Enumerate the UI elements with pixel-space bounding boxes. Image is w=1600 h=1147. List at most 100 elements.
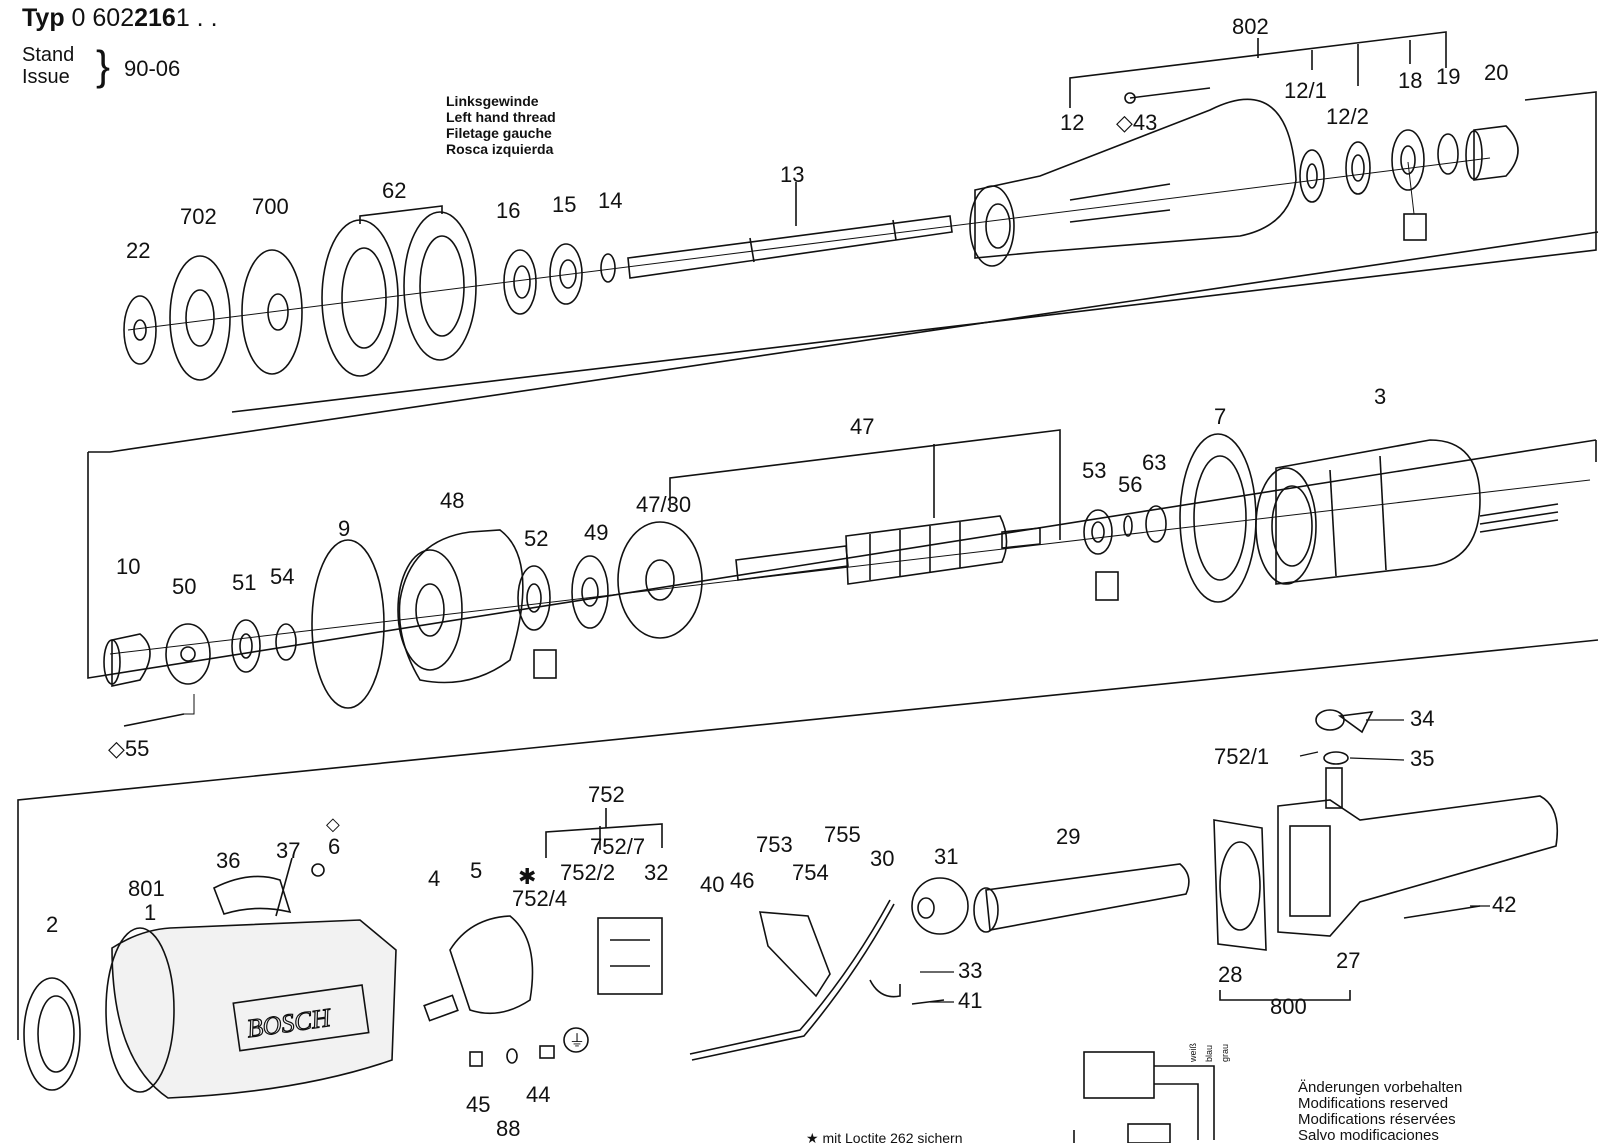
mod-note-de: Änderungen vorbehalten — [1298, 1079, 1463, 1096]
part-48-housing — [398, 529, 524, 684]
wire-label-white: weiß — [1188, 1042, 1198, 1063]
label-16: 16 — [496, 198, 520, 223]
part-51-ring — [231, 619, 261, 673]
panel-middle-frame — [88, 231, 1599, 453]
issue-date: 90-06 — [124, 56, 181, 81]
brace: } — [96, 42, 111, 89]
part-27-handle — [1277, 795, 1559, 937]
label-754: 754 — [792, 860, 829, 885]
type-label: Typ — [22, 4, 65, 32]
label-43: ◇43 — [1116, 110, 1157, 135]
label-5: 5 — [470, 858, 482, 883]
label-47-30: 47/30 — [636, 492, 691, 517]
label-801: 801 — [128, 876, 165, 901]
part-52-bearing — [517, 565, 551, 631]
ground-glyph: ⏚ — [569, 1031, 585, 1050]
label-752-4: 752/4 — [512, 886, 567, 911]
label-56: 56 — [1118, 472, 1142, 497]
label-35: 35 — [1410, 746, 1434, 771]
modifications-note: Änderungen vorbehalten Modifications res… — [1298, 1080, 1462, 1144]
part-753-board — [758, 911, 831, 998]
label-63: 63 — [1142, 450, 1166, 475]
label-22: 22 — [126, 238, 150, 263]
part-752-switch — [597, 917, 663, 995]
part-12-2-ring — [1345, 141, 1371, 195]
label-47: 47 — [850, 414, 874, 439]
label-13: 13 — [780, 162, 804, 187]
part-700-disc — [241, 249, 303, 375]
grease-icon-52 — [533, 649, 557, 679]
label-62: 62 — [382, 178, 406, 203]
label-48: 48 — [440, 488, 464, 513]
bracket-752 — [545, 823, 663, 858]
stand-issue: Stand Issue — [22, 44, 74, 88]
type-prefix: 0 602 — [71, 4, 135, 32]
thread-note-fr: Filetage gauche — [446, 125, 552, 141]
part-33-clamp — [869, 979, 901, 998]
label-37: 37 — [276, 838, 300, 863]
wire-label-blue: blau — [1204, 1045, 1214, 1062]
part-30-cable — [689, 899, 891, 1055]
part-47-30-fan — [617, 521, 703, 639]
part-53-bearing — [1083, 509, 1113, 555]
stand-label: Stand — [22, 44, 75, 66]
part-20-gear — [1473, 125, 1519, 181]
label-755: 755 — [824, 822, 861, 847]
label-54: 54 — [270, 564, 294, 589]
label-6: 6 — [328, 834, 340, 859]
label-9: 9 — [338, 516, 350, 541]
label-12: 12 — [1060, 110, 1084, 135]
part-1-motor-housing — [111, 919, 397, 1099]
label-28: 28 — [1218, 962, 1242, 987]
part-16-bearing — [503, 249, 537, 315]
label-15: 15 — [552, 192, 576, 217]
thread-note-de: Linksgewinde — [446, 93, 539, 109]
part-55-screw — [123, 713, 185, 727]
grease-icon-top — [1403, 213, 1427, 241]
type-number: Typ 0 6022161 . . — [22, 4, 218, 33]
part-36-label — [212, 875, 292, 915]
part-7-ring — [1179, 433, 1257, 603]
part-49-plate — [571, 555, 609, 629]
label-700: 700 — [252, 194, 289, 219]
label-52: 52 — [524, 526, 548, 551]
bracket-800 — [1219, 990, 1351, 1001]
label-34: 34 — [1410, 706, 1434, 731]
part-4-brush — [423, 994, 459, 1022]
part-18-bearing — [1391, 129, 1425, 191]
mod-note-es: Salvo modificaciones — [1298, 1127, 1439, 1144]
part-12-housing — [974, 98, 1297, 259]
part-702-disc — [169, 255, 231, 381]
type-suffix: 1 . . — [175, 4, 218, 32]
part-5-cap — [449, 915, 534, 1015]
grease-icon-53 — [1095, 571, 1119, 601]
label-27: 27 — [1336, 948, 1360, 973]
label-752-1: 752/1 — [1214, 744, 1269, 769]
label-31: 31 — [934, 844, 958, 869]
wiring-diagram-motor — [1083, 1051, 1155, 1099]
label-50: 50 — [172, 574, 196, 599]
wiring-diagram-lines — [1154, 1065, 1215, 1140]
part-50-plate — [165, 623, 211, 685]
label-star: ✱ — [518, 864, 536, 889]
label-88: 88 — [496, 1116, 520, 1141]
part-2-ring — [23, 977, 81, 1091]
label-2: 2 — [46, 912, 58, 937]
issue-label: Issue — [22, 66, 70, 88]
label-36: 36 — [216, 848, 240, 873]
type-bold: 216 — [134, 4, 176, 32]
label-702: 702 — [180, 204, 217, 229]
part-42-screw — [1403, 905, 1481, 919]
wire-label-grey: grau — [1220, 1044, 1230, 1062]
label-14: 14 — [598, 188, 622, 213]
thread-note-es: Rosca izquierda — [446, 141, 554, 157]
label-49: 49 — [584, 520, 608, 545]
label-33: 33 — [958, 958, 982, 983]
part-56-clip — [1123, 515, 1133, 537]
label-46: 46 — [730, 868, 754, 893]
part-34-lever — [1315, 709, 1345, 731]
label-752-2: 752/2 — [560, 860, 615, 885]
label-20: 20 — [1484, 60, 1508, 85]
bosch-badge-plate — [232, 984, 370, 1052]
part-15-bearing — [549, 243, 583, 305]
